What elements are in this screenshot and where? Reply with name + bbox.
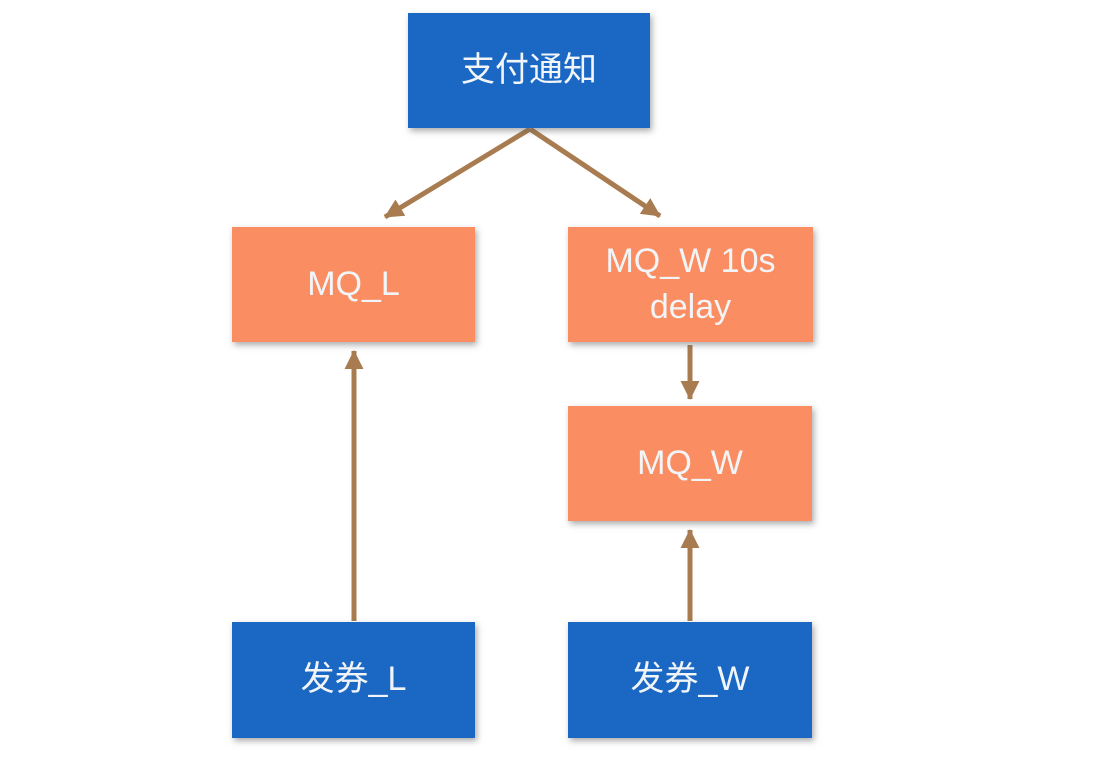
node-label-payment-notification: 支付通知 [461, 50, 597, 89]
node-mq-w-10s-delay: MQ_W 10s delay [568, 227, 813, 342]
node-mq-l: MQ_L [232, 227, 475, 342]
node-label-issue-coupon-l: 发券_L [300, 660, 407, 699]
arrow-payment-to-mqw-delay [528, 126, 662, 219]
node-mq-w: MQ_W [568, 406, 812, 521]
node-label-mq-w-10s-delay: MQ_W 10s delay [605, 241, 776, 326]
node-issue-coupon-l: 发券_L [232, 622, 475, 738]
node-label-issue-coupon-w: 发券_W [630, 660, 750, 699]
node-label-mq-w: MQ_W [637, 443, 743, 482]
arrow-payment-to-mql [383, 126, 532, 220]
node-issue-coupon-w: 发券_W [568, 622, 812, 738]
node-label-mq-l: MQ_L [307, 264, 400, 303]
node-payment-notification: 支付通知 [408, 13, 650, 128]
